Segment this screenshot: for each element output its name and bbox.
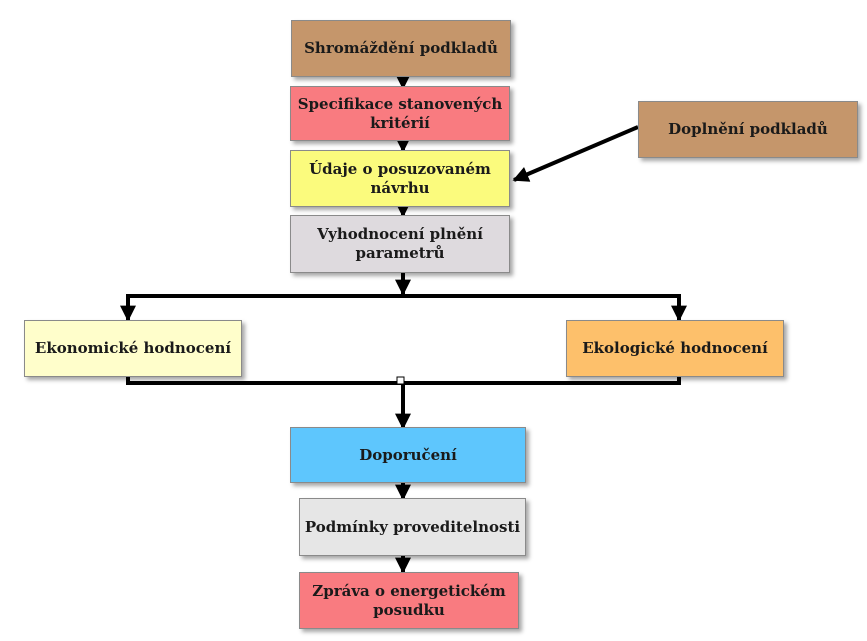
node-label: Podmínky proveditelnosti <box>304 517 521 536</box>
node-label: Ekologické hodnocení <box>582 339 768 357</box>
node-label: Doporučení <box>359 445 457 464</box>
node-label: Shromáždění podkladů <box>304 39 498 57</box>
node-ekonomicke-hodnoceni: Ekonomické hodnocení <box>24 320 242 377</box>
node-vyhodnoceni-parametru: Vyhodnocení plnění parametrů <box>290 215 510 273</box>
node-label: Ekonomické hodnocení <box>34 339 232 357</box>
node-specifikace-kriterii: Specifikace stanovených kritérií <box>290 86 510 141</box>
node-label: Údaje o posuzovaném návrhu <box>309 159 491 197</box>
node-doplneni-podkladu: Doplnění podkladů <box>638 101 858 158</box>
node-ekologicke-hodnoceni: Ekologické hodnocení <box>566 320 784 377</box>
node-doporuceni: Doporučení <box>290 427 526 483</box>
node-podminky-proveditelnosti: Podmínky proveditelnosti <box>299 498 526 556</box>
node-label: Zpráva o energetickém posudku <box>312 581 506 619</box>
node-label: Specifikace stanovených kritérií <box>297 94 503 132</box>
node-udaje-o-navrhu: Údaje o posuzovaném návrhu <box>290 150 510 207</box>
arrow-doplneni-to-udaje <box>512 125 639 182</box>
node-label: Doplnění podkladů <box>668 120 828 138</box>
node-label: Vyhodnocení plnění parametrů <box>317 225 483 262</box>
node-shromazdeni-podkladu: Shromáždění podkladů <box>291 20 511 77</box>
connector-handle <box>396 376 405 385</box>
node-zprava-o-posudku: Zpráva o energetickém posudku <box>299 572 519 629</box>
